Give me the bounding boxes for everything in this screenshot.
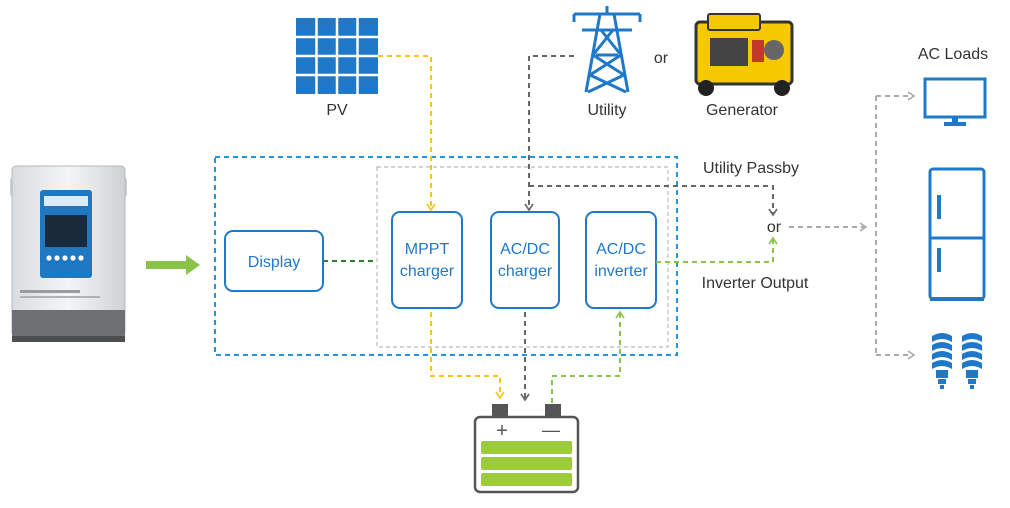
acdc-inverter-module <box>585 211 657 309</box>
acdc-inverter-label-line2: inverter <box>594 263 648 280</box>
light-bulbs-icon <box>932 333 982 389</box>
acdc-charger-label-line2: charger <box>498 263 553 280</box>
utility-passby-label: Utility Passby <box>703 160 799 177</box>
pv-label: PV <box>326 102 348 119</box>
or-mid-label: or <box>767 219 782 236</box>
ac-loads-title: AC Loads <box>918 46 988 63</box>
inverter-device-image <box>10 165 127 342</box>
pv-to-mppt-line <box>378 55 436 212</box>
utility-passby-line <box>529 185 778 217</box>
display-label: Display <box>248 254 300 271</box>
battery-plus-label: + <box>496 420 508 442</box>
power-modules-frame <box>376 166 669 348</box>
refrigerator-icon <box>928 167 986 301</box>
generator-icon <box>694 13 794 96</box>
battery-icon <box>473 404 580 494</box>
mppt-to-battery-line <box>430 312 505 400</box>
acdc-charger-module <box>490 211 560 309</box>
mppt-label-line2: charger <box>400 263 455 280</box>
utility-to-charger-line <box>524 55 574 212</box>
mppt-label-line1: MPPT <box>405 241 450 258</box>
mppt-charger-module <box>391 211 463 309</box>
system-frame <box>214 156 678 356</box>
or-top-label: or <box>654 50 669 67</box>
battery-to-inverter-line <box>551 310 625 403</box>
generator-label: Generator <box>706 102 779 119</box>
utility-tower-icon <box>572 6 642 94</box>
device-to-system-arrow <box>146 255 200 275</box>
inverter-output-label: Inverter Output <box>702 275 809 292</box>
acdc-inverter-label-line1: AC/DC <box>596 241 646 258</box>
battery-minus-label: — <box>542 420 560 440</box>
tv-icon <box>923 77 987 126</box>
solar-panel-icon <box>296 18 378 94</box>
acdc-charger-label-line1: AC/DC <box>500 241 550 258</box>
utility-label: Utility <box>587 102 626 119</box>
inverter-output-line <box>656 236 778 263</box>
